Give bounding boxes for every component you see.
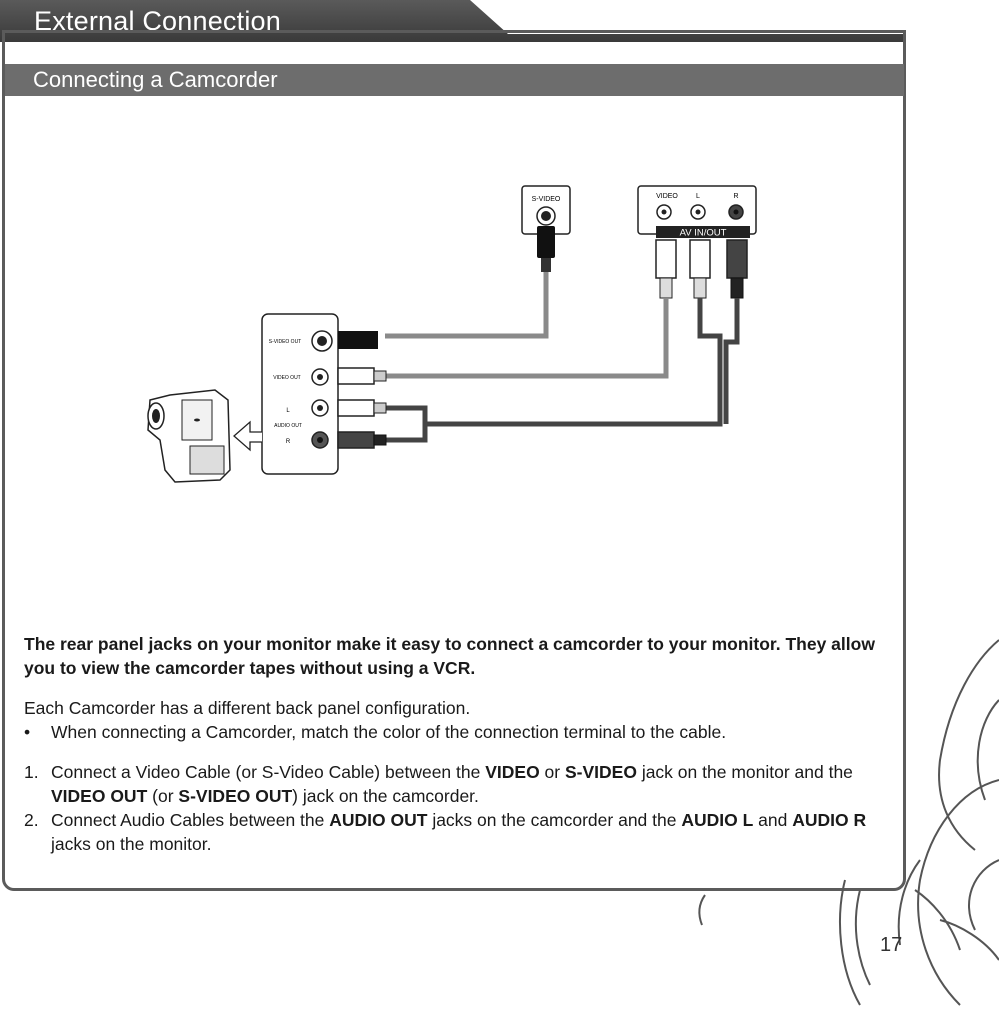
bullet-item: • When connecting a Camcorder, match the… — [24, 720, 884, 744]
svideo-cable — [385, 272, 549, 339]
step-bold: AUDIO R — [792, 810, 867, 830]
monitor-l-label: L — [696, 193, 700, 200]
camcorder-plugs — [337, 331, 387, 449]
step-bold: S-VIDEO — [564, 762, 637, 782]
monitor-av-panel: VIDEO L R AV IN/OUT — [637, 185, 757, 239]
step-bold: VIDEO — [485, 762, 540, 782]
content: The rear panel jacks on your monitor mak… — [24, 632, 884, 856]
cam-video-out-label: VIDEO OUT — [273, 375, 301, 381]
step-text: (or — [147, 786, 179, 806]
camcorder-icon — [147, 389, 231, 483]
cam-svideo-out-label: S-VIDEO OUT — [269, 339, 302, 345]
bullet-marker: • — [24, 722, 31, 742]
section-bar: Connecting a Camcorder — [5, 64, 904, 96]
step-bold: AUDIO L — [681, 810, 754, 830]
step-text: ) jack on the camcorder. — [292, 786, 479, 806]
svideo-plug — [537, 226, 555, 258]
page-number: 17 — [880, 934, 903, 956]
step-text: or — [539, 762, 565, 782]
connection-diagram: S-VIDEO VIDEO L R AV IN/OUT S-VIDEO OU — [147, 185, 757, 483]
audio-r-cable — [723, 298, 740, 424]
step-item: 2. Connect Audio Cables between the AUDI… — [24, 808, 884, 856]
step-bold: S-VIDEO OUT — [178, 786, 293, 806]
camcorder-panel: S-VIDEO OUT VIDEO OUT L AUDIO OUT R — [261, 313, 339, 475]
step-text: Connect Audio Cables between the — [51, 810, 330, 830]
step-text: jacks on the camcorder and the — [427, 810, 682, 830]
monitor-rca-plugs — [655, 239, 748, 299]
steps-list: 1. Connect a Video Cable (or S-Video Cab… — [24, 760, 884, 856]
config-note: Each Camcorder has a different back pane… — [24, 698, 471, 718]
step-bold: AUDIO OUT — [329, 810, 428, 830]
monitor-av-label: AV IN/OUT — [680, 228, 727, 239]
audio-l-cable — [385, 298, 723, 427]
monitor-svideo-label: S-VIDEO — [532, 196, 561, 203]
monitor-video-label: VIDEO — [656, 193, 678, 200]
cam-l-label: L — [286, 408, 290, 414]
step-text: jacks on the monitor. — [51, 834, 212, 854]
cam-r-label: R — [286, 439, 291, 445]
video-cable — [385, 298, 669, 379]
arrow-icon — [233, 420, 262, 452]
section-title: Connecting a Camcorder — [33, 67, 278, 92]
page-frame — [2, 30, 906, 891]
monitor-svideo-panel: S-VIDEO — [521, 185, 571, 235]
step-bold: VIDEO OUT — [51, 786, 148, 806]
cam-audio-out-label: AUDIO OUT — [274, 423, 302, 429]
step-text: Connect a Video Cable (or S-Video Cable)… — [51, 762, 486, 782]
step-item: 1. Connect a Video Cable (or S-Video Cab… — [24, 760, 884, 808]
step-number: 2. — [24, 810, 39, 830]
step-text: and — [753, 810, 793, 830]
intro-text: The rear panel jacks on your monitor mak… — [24, 634, 875, 678]
step-number: 1. — [24, 762, 39, 782]
bullet-text: When connecting a Camcorder, match the c… — [51, 722, 727, 742]
step-text: jack on the monitor and the — [636, 762, 853, 782]
decorative-flourish — [698, 639, 999, 1006]
monitor-r-label: R — [733, 193, 738, 200]
bullet-list: • When connecting a Camcorder, match the… — [24, 720, 884, 744]
